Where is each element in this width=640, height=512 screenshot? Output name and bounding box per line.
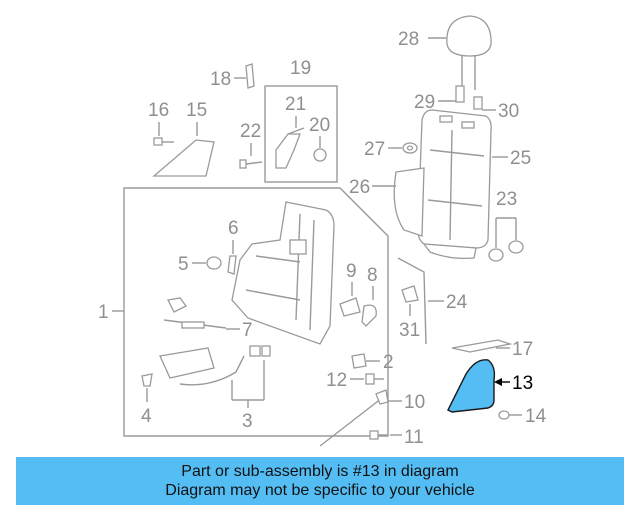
trim-8-part (361, 304, 377, 327)
callout-25: 25 (510, 148, 531, 169)
arrow-13-icon (494, 378, 502, 386)
callout-19: 19 (290, 58, 311, 79)
headrest-part (446, 15, 492, 90)
callout-23: 23 (496, 189, 517, 210)
callout-1: 1 (98, 302, 109, 323)
callout-18: 18 (210, 69, 231, 90)
screw-part (153, 137, 174, 146)
pin-part (141, 373, 153, 387)
callout-31: 31 (399, 320, 420, 341)
callout-12: 12 (326, 370, 347, 391)
callout-29: 29 (414, 92, 435, 113)
bracket-part (245, 63, 255, 89)
callout-14: 14 (525, 406, 547, 427)
callout-20: 20 (309, 115, 330, 136)
cap-parts (488, 217, 524, 262)
callout-17: 17 (512, 339, 533, 360)
bolt-12-part (365, 373, 384, 385)
banner-line-1: Part or sub-assembly is #13 in diagram (181, 463, 459, 480)
rail-24-part (397, 257, 427, 345)
highlighted-part-13[interactable] (447, 359, 496, 413)
lever-part (275, 127, 305, 169)
callout-2: 2 (383, 352, 394, 373)
callout-26: 26 (349, 177, 370, 198)
part-info-banner: Part or sub-assembly is #13 in diagram D… (16, 457, 624, 505)
washer-part (402, 142, 418, 154)
callout-7: 7 (242, 320, 253, 341)
callout-5: 5 (178, 254, 189, 275)
trim-strip-17-part (451, 339, 513, 353)
cable-end-part (375, 389, 389, 405)
bracket-9-part (339, 297, 361, 317)
latch-mechanism-part (159, 345, 271, 386)
callout-11: 11 (404, 427, 424, 448)
clip-31-part (401, 285, 419, 303)
callout-9: 9 (346, 261, 357, 282)
callout-24: 24 (446, 292, 468, 313)
callout-15: 15 (186, 100, 207, 121)
cable-10-part (319, 397, 383, 447)
seat-frame-part (231, 201, 335, 345)
callout-8: 8 (367, 265, 378, 286)
main-assembly-box (123, 187, 389, 437)
headrest-guide-parts (455, 85, 483, 110)
callout-13: 13 (512, 373, 533, 394)
screw-14-part (498, 410, 516, 420)
banner-line-2: Diagram may not be specific to your vehi… (165, 482, 475, 499)
callout-22: 22 (240, 121, 261, 142)
callout-21: 21 (285, 94, 306, 115)
cover-part (152, 139, 215, 177)
nut-part (206, 256, 222, 270)
screw-11-part (369, 430, 388, 440)
callout-3: 3 (242, 411, 253, 432)
grommet-part (313, 148, 327, 162)
subassembly-box-19 (264, 85, 338, 183)
callout-6: 6 (228, 218, 239, 239)
clip-part (227, 255, 237, 275)
bolt-part (239, 159, 263, 169)
callout-4: 4 (141, 406, 152, 427)
callout-16: 16 (148, 100, 169, 121)
rod-part (163, 297, 227, 329)
callout-10: 10 (404, 392, 425, 413)
seatback-part (393, 109, 492, 260)
callout-28: 28 (398, 29, 419, 50)
callout-30: 30 (498, 101, 519, 122)
callout-27: 27 (364, 139, 385, 160)
nut-2-part (351, 353, 367, 369)
